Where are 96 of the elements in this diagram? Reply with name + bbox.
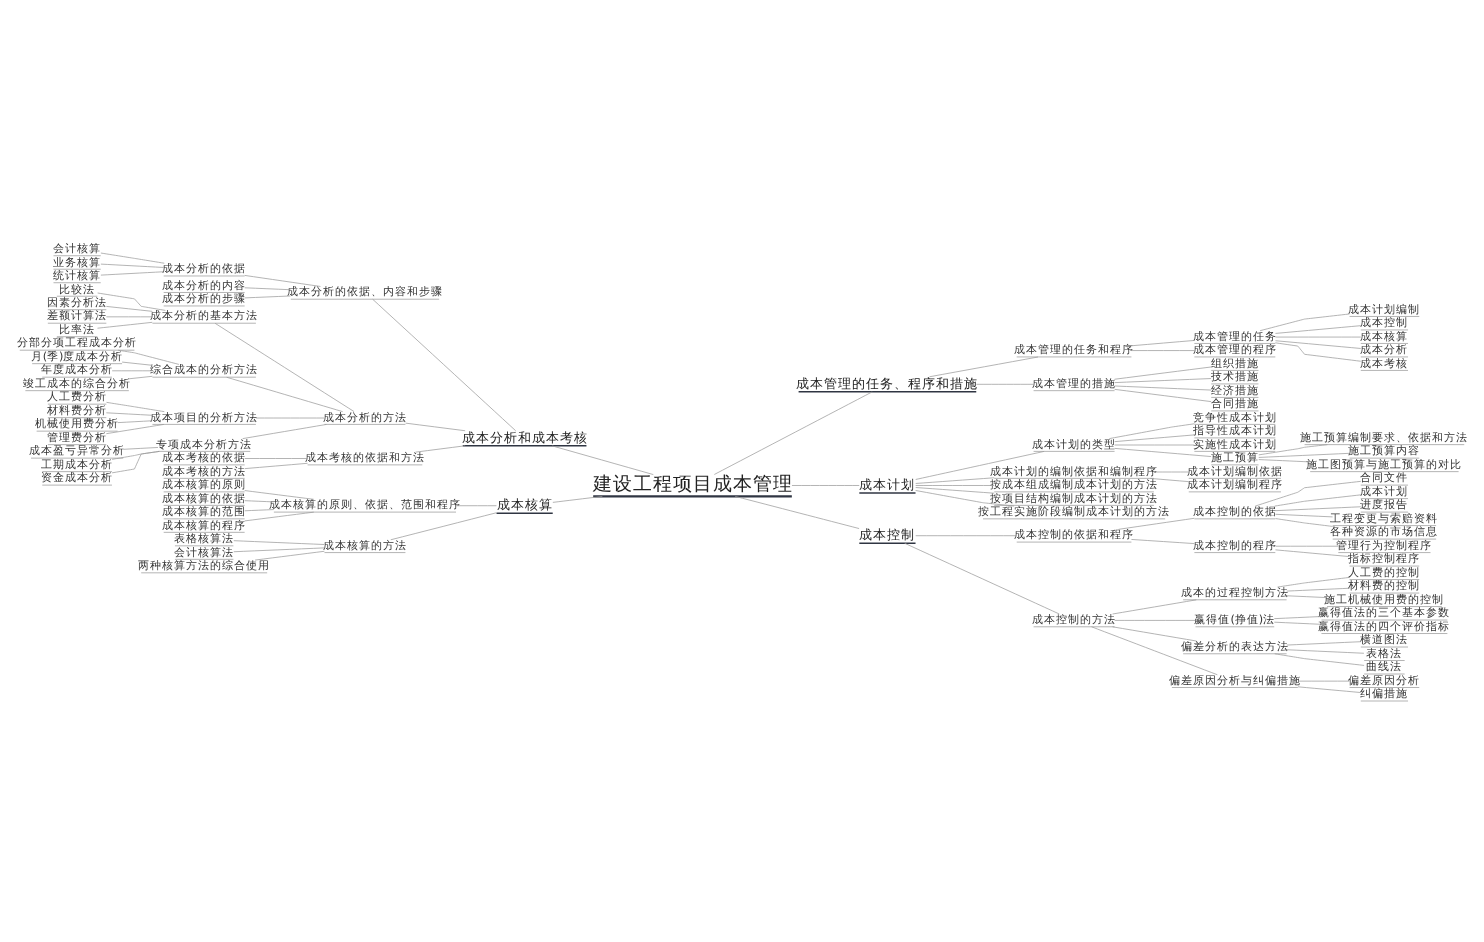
- connector: [929, 355, 1039, 377]
- connector: [1114, 365, 1212, 379]
- connector: [976, 382, 1034, 384]
- connector: [105, 305, 153, 311]
- connector: [915, 484, 995, 485]
- connector: [244, 510, 315, 521]
- connector: [1275, 517, 1334, 526]
- connector: [255, 416, 325, 418]
- connector: [244, 489, 315, 499]
- connector: [1274, 493, 1362, 506]
- connector: [1112, 625, 1197, 641]
- connector: [128, 374, 153, 379]
- connector: [390, 511, 497, 540]
- connector: [1131, 349, 1195, 350]
- connector: [405, 421, 466, 431]
- connector: [111, 369, 153, 371]
- connector: [117, 419, 153, 422]
- connector: [111, 450, 160, 473]
- connector: [1114, 387, 1212, 401]
- connector: [1112, 598, 1197, 614]
- connector: [1277, 576, 1350, 587]
- connector: [244, 457, 308, 458]
- connector: [1114, 447, 1212, 456]
- connector: [105, 315, 153, 317]
- connector: [233, 539, 325, 544]
- connector: [214, 321, 355, 411]
- connector: [117, 348, 180, 364]
- connector: [244, 294, 291, 298]
- connector: [1118, 516, 1195, 529]
- connector: [1131, 538, 1195, 543]
- connector: [915, 476, 995, 483]
- connector: [100, 251, 165, 263]
- connector: [244, 461, 308, 468]
- connector: [1114, 619, 1196, 620]
- connector: [1108, 422, 1195, 438]
- connector: [1275, 335, 1362, 337]
- connector: [100, 262, 164, 267]
- connector: [1114, 377, 1212, 382]
- connector: [713, 390, 873, 474]
- connector: [1286, 640, 1362, 645]
- connector: [1091, 625, 1218, 675]
- connector: [372, 297, 517, 431]
- connector: [415, 444, 466, 452]
- connector: [105, 423, 165, 434]
- connector: [1114, 384, 1212, 390]
- connector: [1258, 451, 1350, 457]
- connector: [1254, 479, 1362, 506]
- connector: [1297, 679, 1350, 681]
- connector: [123, 446, 159, 449]
- connector: [455, 504, 497, 506]
- connector: [1114, 443, 1195, 445]
- connector: [1258, 458, 1311, 462]
- connector: [552, 495, 603, 502]
- connector: [1131, 339, 1195, 346]
- connector: [1275, 324, 1362, 333]
- connector: [254, 549, 325, 560]
- connector: [97, 291, 166, 310]
- connector: [1275, 544, 1339, 546]
- connector: [97, 320, 153, 328]
- connector: [915, 486, 995, 493]
- connector: [244, 499, 275, 502]
- connector: [244, 286, 291, 290]
- connector: [1275, 512, 1333, 517]
- connector: [1149, 477, 1189, 481]
- connector: [1297, 685, 1361, 692]
- connector: [551, 444, 654, 474]
- connector: [106, 400, 165, 412]
- connector: [105, 411, 153, 415]
- connector: [121, 360, 153, 365]
- connector: [1275, 341, 1362, 361]
- node-text: 建设工程项目成本管理: [592, 473, 793, 496]
- connector: [244, 508, 275, 511]
- connector: [1273, 615, 1322, 619]
- connector: [226, 375, 344, 411]
- connector: [1286, 586, 1350, 591]
- connector: [233, 546, 325, 552]
- connector: [915, 534, 1017, 536]
- connector: [915, 450, 1045, 479]
- connector: [1274, 652, 1365, 665]
- connector: [244, 274, 321, 286]
- connector: [791, 484, 860, 485]
- connector: [1114, 433, 1195, 441]
- connector: [1275, 548, 1350, 556]
- connector: [1286, 648, 1365, 653]
- connector: [100, 270, 164, 275]
- connector: [904, 541, 1060, 614]
- connector: [1275, 339, 1362, 348]
- connector: [242, 423, 327, 438]
- connector: [734, 495, 860, 528]
- connector: [1286, 594, 1328, 597]
- connector: [1258, 443, 1328, 455]
- connector: [1259, 312, 1350, 331]
- connector: [1153, 470, 1189, 472]
- connector: [915, 489, 1015, 506]
- connector: [1273, 620, 1322, 624]
- connector: [1275, 505, 1362, 511]
